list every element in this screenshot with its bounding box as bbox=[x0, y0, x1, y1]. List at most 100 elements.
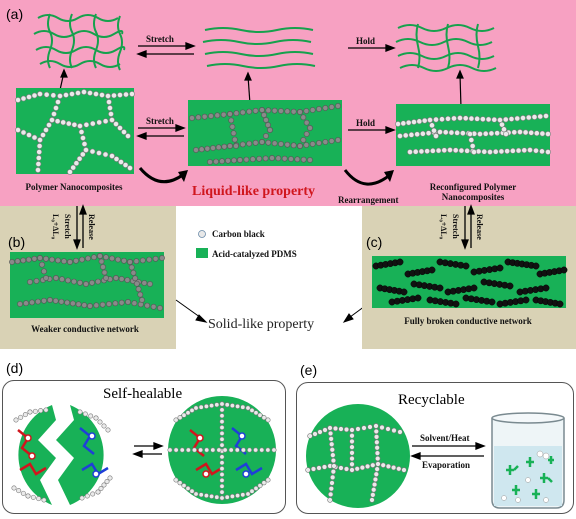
carbon-black-particle bbox=[328, 485, 335, 492]
carbon-black-particle bbox=[390, 464, 397, 471]
carbon-black-particle bbox=[522, 129, 529, 136]
carbon-black-particle bbox=[41, 497, 47, 503]
carbon-black-particle bbox=[31, 92, 38, 99]
carbon-black-particle bbox=[55, 257, 61, 264]
carbon-black-particle bbox=[67, 169, 73, 175]
carbon-black-particle bbox=[195, 114, 202, 121]
carbon-black-particle bbox=[227, 111, 233, 117]
carbon-black-particle bbox=[543, 113, 549, 119]
carbon-black-particle bbox=[481, 148, 488, 155]
carbon-black-particle bbox=[41, 268, 47, 275]
carbon-black-particle bbox=[207, 159, 213, 165]
carbon-black-particle bbox=[234, 447, 240, 453]
carbon-black-particle bbox=[247, 447, 253, 453]
carbon-black-particle bbox=[185, 410, 191, 416]
carbon-black-particle bbox=[37, 91, 43, 97]
carbon-black-particle bbox=[128, 264, 135, 271]
carbon-black-particle bbox=[327, 497, 333, 503]
carbon-black-particle bbox=[439, 116, 445, 123]
carbon-black-particle bbox=[89, 120, 96, 127]
carbon-black-particle bbox=[494, 130, 501, 137]
carbon-black-particle bbox=[262, 155, 269, 162]
carbon-black-particle bbox=[141, 280, 148, 286]
carbon-black-particle bbox=[49, 117, 55, 123]
carbon-black-particle bbox=[219, 454, 225, 460]
carbon-black-particle bbox=[219, 401, 225, 407]
carbon-black-particle bbox=[522, 296, 530, 304]
carbon-black-particle bbox=[300, 114, 307, 121]
carbon-black-particle bbox=[435, 147, 442, 154]
carbon-black-particle bbox=[189, 115, 195, 121]
carbon-black-particle bbox=[263, 133, 269, 139]
carbon-black-particle bbox=[106, 301, 112, 307]
carbon-black-particle bbox=[560, 266, 568, 274]
carbon-black-particle bbox=[531, 114, 538, 120]
carbon-black-particle bbox=[113, 121, 119, 127]
carbon-black-particle bbox=[367, 424, 373, 430]
carbon-black-particle bbox=[542, 284, 550, 292]
carbon-black-particle bbox=[375, 461, 381, 467]
carbon-black-particle bbox=[517, 129, 523, 135]
carbon-black-particle bbox=[300, 137, 307, 143]
carbon-black-particle bbox=[229, 403, 235, 409]
carbon-black-particle bbox=[290, 108, 297, 115]
carbon-black-particle bbox=[288, 156, 294, 162]
carbon-black-particle bbox=[193, 147, 199, 153]
carbon-black-particle bbox=[77, 409, 83, 415]
carbon-black-particle bbox=[31, 255, 38, 262]
carbon-black-particle bbox=[30, 494, 36, 500]
carbon-black-particle bbox=[354, 466, 360, 472]
carbon-black-particle bbox=[77, 123, 83, 129]
carbon-black-particle bbox=[300, 156, 307, 163]
carbon-black-particle bbox=[545, 149, 551, 155]
carbon-black-particle bbox=[122, 162, 129, 168]
carbon-black-particle bbox=[78, 129, 85, 135]
carbon-black-particle bbox=[349, 427, 355, 433]
carbon-black-particle bbox=[150, 303, 157, 310]
carbon-black-particle bbox=[462, 262, 470, 270]
carbon-black-particle bbox=[95, 489, 101, 495]
carbon-black-particle bbox=[294, 156, 301, 163]
carbon-black-particle bbox=[468, 137, 475, 143]
carbon-black-particle bbox=[118, 276, 125, 282]
carbon-black-particle bbox=[121, 129, 127, 135]
carbon-black-particle bbox=[261, 480, 267, 486]
carbon-black-particle bbox=[9, 259, 15, 265]
carbon-black-particle bbox=[101, 423, 107, 429]
carbon-black-particle bbox=[213, 158, 219, 165]
carbon-black-particle bbox=[58, 298, 65, 305]
carbon-black-particle bbox=[488, 130, 495, 137]
carbon-black-particle bbox=[321, 464, 328, 470]
carbon-black-particle bbox=[91, 254, 97, 261]
carbon-black-particle bbox=[97, 419, 103, 425]
carbon-black-particle bbox=[246, 108, 253, 115]
carbon-black-particle bbox=[539, 130, 546, 137]
carbon-black-networks-a bbox=[15, 89, 551, 175]
carbon-black-particle bbox=[93, 302, 100, 309]
carbon-black-particle bbox=[235, 403, 241, 409]
carbon-black-particle bbox=[373, 423, 379, 429]
carbon-black-particle bbox=[259, 447, 265, 453]
carbon-black-particle bbox=[39, 261, 45, 268]
carbon-black-particle bbox=[400, 288, 408, 296]
carbon-black-particle bbox=[239, 141, 246, 148]
carbon-black-particle bbox=[22, 412, 28, 418]
carbon-black-particle bbox=[227, 143, 233, 149]
carbon-black-particle bbox=[496, 264, 504, 272]
carbon-black-particle bbox=[329, 474, 336, 481]
carbon-black-particle bbox=[328, 138, 335, 144]
carbon-black-particle bbox=[96, 150, 102, 156]
carbon-black-particle bbox=[98, 485, 104, 491]
panel-b-label: (b) bbox=[8, 234, 26, 250]
carbon-black-particle bbox=[469, 143, 476, 149]
carbon-black-particle bbox=[107, 105, 113, 111]
carbon-black-particle bbox=[219, 413, 225, 419]
carbon-black-particle bbox=[37, 137, 43, 143]
carbon-black-particle bbox=[240, 447, 246, 453]
carbon-black-particle bbox=[373, 428, 379, 435]
carbon-black-particle bbox=[71, 121, 78, 128]
carbon-black-particle bbox=[173, 447, 179, 453]
carbon-black-particle bbox=[191, 447, 197, 453]
carbon-black-particle bbox=[65, 120, 72, 127]
